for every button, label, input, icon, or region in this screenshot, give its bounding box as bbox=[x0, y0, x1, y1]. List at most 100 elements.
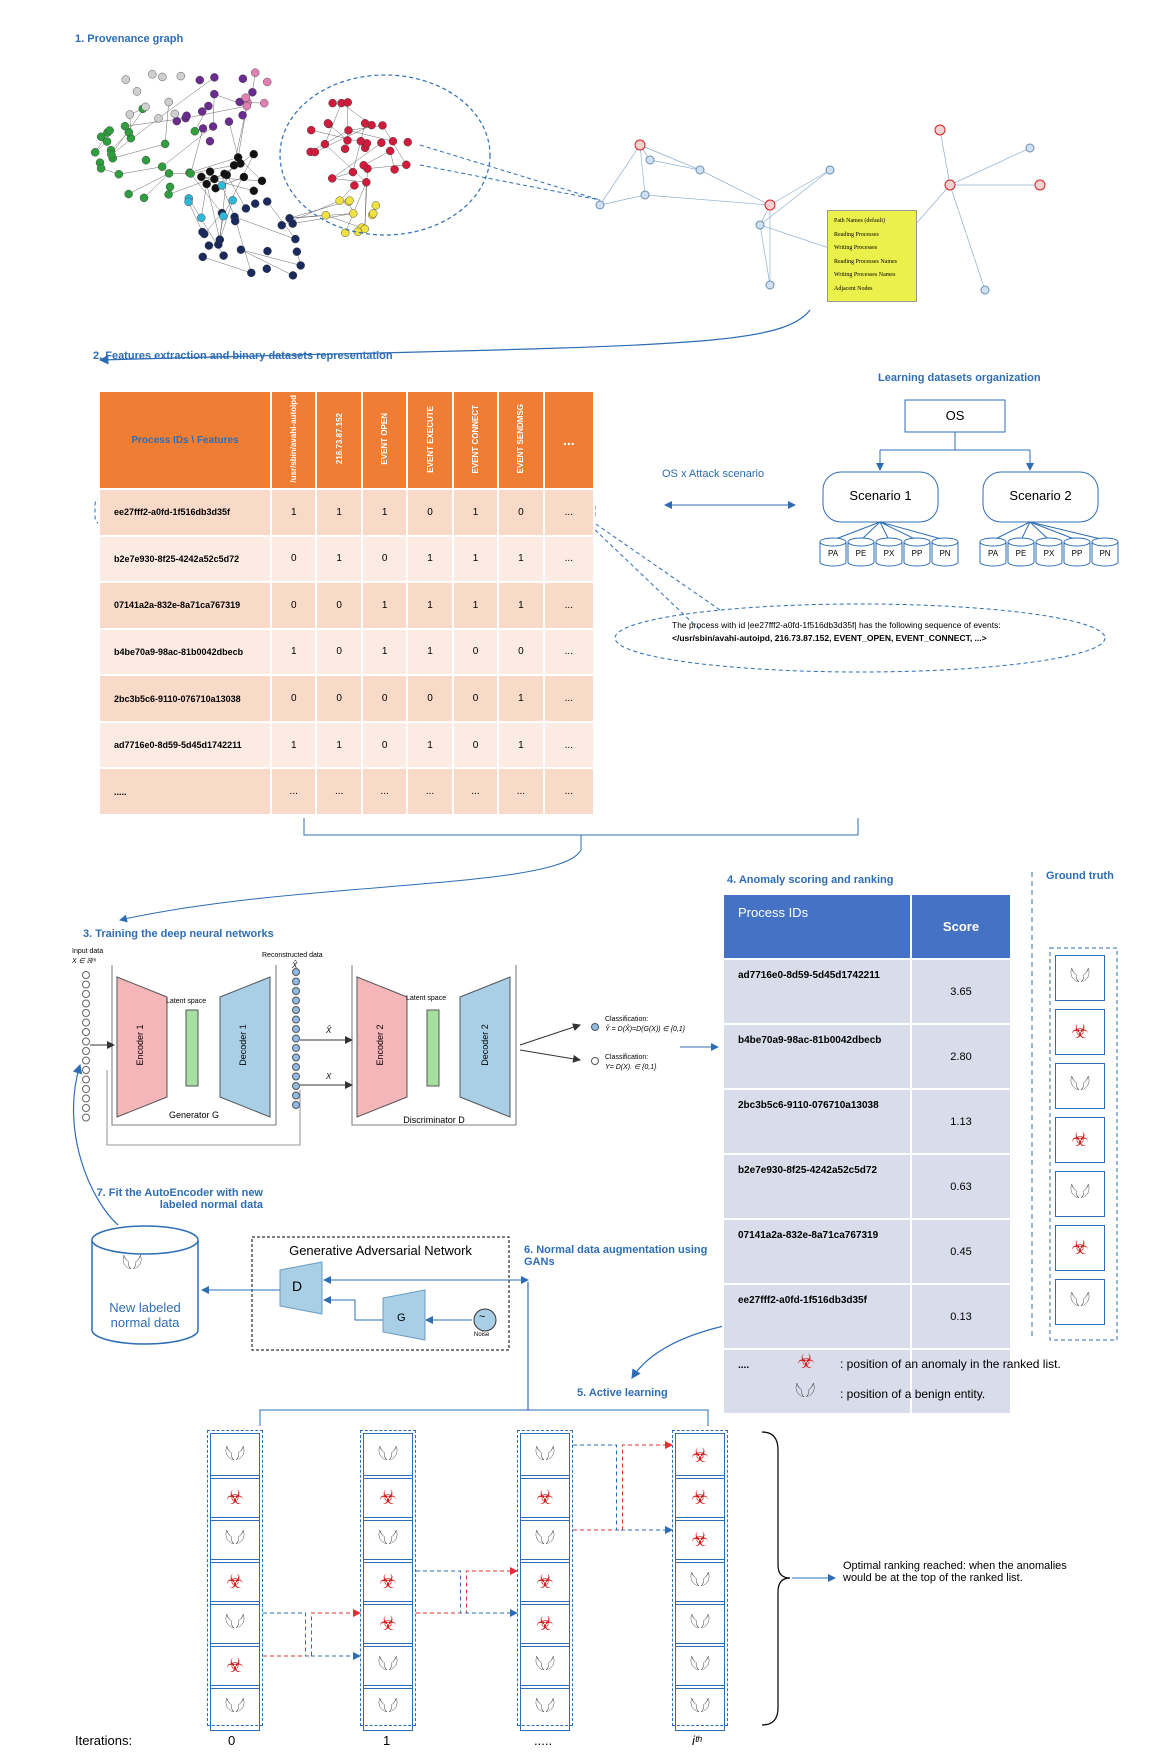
feature-col: EVENT CONNECT bbox=[451, 390, 500, 490]
feature-value-cell: ... bbox=[542, 627, 596, 677]
dataset-leaf: PN bbox=[939, 549, 951, 558]
anomaly-cell: ☣ bbox=[520, 1559, 570, 1605]
ranking-column bbox=[517, 1430, 573, 1726]
biohazard-icon: ☣ bbox=[536, 1613, 554, 1635]
feature-col-label: EVENT SENDMSG bbox=[516, 404, 526, 474]
callout-ellipse bbox=[614, 603, 1106, 673]
angel-wings-icon: 𓆩𓆪 bbox=[1069, 1292, 1091, 1312]
generator-label: Generator G bbox=[168, 1110, 220, 1120]
dataset-leaf: PE bbox=[855, 549, 867, 558]
feature-value-cell: ... bbox=[315, 767, 363, 816]
recon-data-math: X̂ bbox=[292, 961, 298, 970]
gan-training-diagram bbox=[82, 965, 719, 1146]
feature-value-cell: 1 bbox=[360, 488, 409, 537]
dataset-leaf: PN bbox=[1099, 549, 1111, 558]
step-3-title: 3. Training the deep neural networks bbox=[83, 928, 274, 940]
feature-table: Process IDs \ Features /usr/sbin/avahi-a… bbox=[98, 390, 596, 816]
angel-wings-icon: 𓆩𓆪 bbox=[1069, 1076, 1091, 1096]
angel-wings-icon: 𓆩𓆪 bbox=[689, 1572, 711, 1592]
biohazard-icon: ☣ bbox=[536, 1487, 554, 1509]
feature-value-cell: 1 bbox=[360, 627, 409, 677]
angel-wings-icon: 𓆩𓆪 bbox=[534, 1530, 556, 1550]
iterations-label: Iterations: bbox=[75, 1733, 133, 1748]
feature-value-cell: 1 bbox=[406, 534, 454, 584]
feature-value-cell: 0 bbox=[360, 720, 409, 770]
dataset-leaf: PX bbox=[883, 549, 895, 558]
step-1-title: 1. Provenance graph bbox=[75, 33, 184, 45]
benign-legend-icon: 𓆩𓆪 bbox=[795, 1383, 816, 1403]
feature-value-cell: ... bbox=[269, 767, 318, 816]
process-id-cell: ee27fff2-a0fd-1f516db3d35f bbox=[98, 488, 272, 537]
benign-cell: 𓆩𓆪 bbox=[520, 1433, 570, 1479]
gan-g-label: G bbox=[397, 1312, 406, 1324]
benign-legend-text: : position of a benign entity. bbox=[840, 1387, 986, 1401]
feature-value-cell: 0 bbox=[269, 534, 318, 584]
angel-wings-icon: 𓆩𓆪 bbox=[1069, 968, 1091, 988]
anomaly-cell: ☣ bbox=[675, 1517, 725, 1563]
benign-cell: 𓆩𓆪 bbox=[210, 1433, 260, 1479]
anomaly-cell: ☣ bbox=[210, 1475, 260, 1521]
benign-cell: 𓆩𓆪 bbox=[210, 1517, 260, 1563]
benign-cell: 𓆩𓆪 bbox=[1055, 1279, 1105, 1325]
feature-value-cell: ... bbox=[360, 767, 409, 816]
feature-value-cell: 1 bbox=[269, 627, 318, 677]
benign-cell: 𓆩𓆪 bbox=[675, 1685, 725, 1731]
angel-wings-icon: 𓆩𓆪 bbox=[534, 1656, 556, 1676]
feature-col: EVENT SENDMSG bbox=[497, 390, 545, 490]
popup-item: Adjacent Nodes bbox=[834, 285, 873, 292]
gan-d-label: D bbox=[292, 1278, 303, 1294]
decoder-1-label: Decoder 1 bbox=[238, 1024, 248, 1066]
feature-value-cell: ... bbox=[542, 767, 596, 816]
feature-value-cell: 0 bbox=[315, 627, 363, 677]
xhat-label: X̂ bbox=[326, 1026, 332, 1035]
angel-wings-icon: 𓆩𓆪 bbox=[224, 1698, 246, 1718]
biohazard-icon: ☣ bbox=[691, 1445, 709, 1467]
feature-value-cell: 1 bbox=[315, 534, 363, 584]
feature-value-cell: ... bbox=[542, 674, 596, 723]
ground-truth-title: Ground truth bbox=[1046, 870, 1114, 882]
feature-col-label: 216.73.87.152 bbox=[334, 413, 344, 465]
scenario-2: Scenario 2 bbox=[1009, 488, 1072, 503]
popup-item: Writing Processes bbox=[834, 245, 878, 251]
benign-cell: 𓆩𓆪 bbox=[520, 1517, 570, 1563]
decoder-2-label: Decoder 2 bbox=[480, 1024, 490, 1066]
feature-value-cell: 0 bbox=[451, 627, 500, 677]
biohazard-icon: ☣ bbox=[536, 1571, 554, 1593]
process-id-cell: b2e7e930-8f25-4242a52c5d72 bbox=[722, 1153, 912, 1220]
feature-value-cell: 1 bbox=[451, 534, 500, 584]
process-id-cell: ..... bbox=[98, 767, 272, 816]
classification-2-eq: Y= D(X). ∈ {0,1} bbox=[605, 1064, 657, 1071]
angel-wings-icon: 𓆩𓆪 bbox=[377, 1698, 399, 1718]
popup-item: Writing Processes Names bbox=[834, 272, 896, 278]
feature-value-cell: 1 bbox=[497, 674, 545, 723]
feature-table-row-header: Process IDs \ Features bbox=[98, 390, 272, 490]
benign-cell: 𓆩𓆪 bbox=[363, 1433, 413, 1479]
process-id-cell: b4be70a9-98ac-81b0042dbecb bbox=[722, 1023, 912, 1090]
feature-col-label: /usr/sbin/avahi-autoipd bbox=[289, 395, 299, 483]
anomaly-legend-icon: ☣ bbox=[797, 1351, 815, 1373]
dataset-leaf: PX bbox=[1043, 549, 1055, 558]
score-table-ids-header: Process IDs bbox=[722, 893, 912, 960]
feature-value-cell: 0 bbox=[269, 674, 318, 723]
score-cell bbox=[910, 1348, 1012, 1415]
angel-wings-icon: 𓆩𓆪 bbox=[1069, 1184, 1091, 1204]
feature-value-cell: 0 bbox=[360, 674, 409, 723]
classification-1-title: Classification: bbox=[605, 1016, 649, 1023]
biohazard-icon: ☣ bbox=[379, 1487, 397, 1509]
benign-cell: 𓆩𓆪 bbox=[520, 1643, 570, 1689]
ground-truth-box bbox=[1049, 947, 1118, 1341]
process-id-cell: 07141a2a-832e-8a71ca767319 bbox=[722, 1218, 912, 1285]
score-cell: 2.80 bbox=[910, 1023, 1012, 1090]
dataset-tree bbox=[819, 399, 1119, 567]
feature-value-cell: 1 bbox=[497, 534, 545, 584]
feature-value-cell: ... bbox=[497, 767, 545, 816]
biohazard-icon: ☣ bbox=[379, 1613, 397, 1635]
normal-data-cylinder bbox=[91, 1225, 199, 1345]
score-table-score-header: Score bbox=[910, 893, 1012, 960]
iteration-tick: 0 bbox=[228, 1733, 236, 1748]
classification-2-title: Classification: bbox=[605, 1054, 649, 1061]
dataset-leaf: PP bbox=[911, 549, 923, 558]
anomaly-cell: ☣ bbox=[1055, 1225, 1105, 1271]
